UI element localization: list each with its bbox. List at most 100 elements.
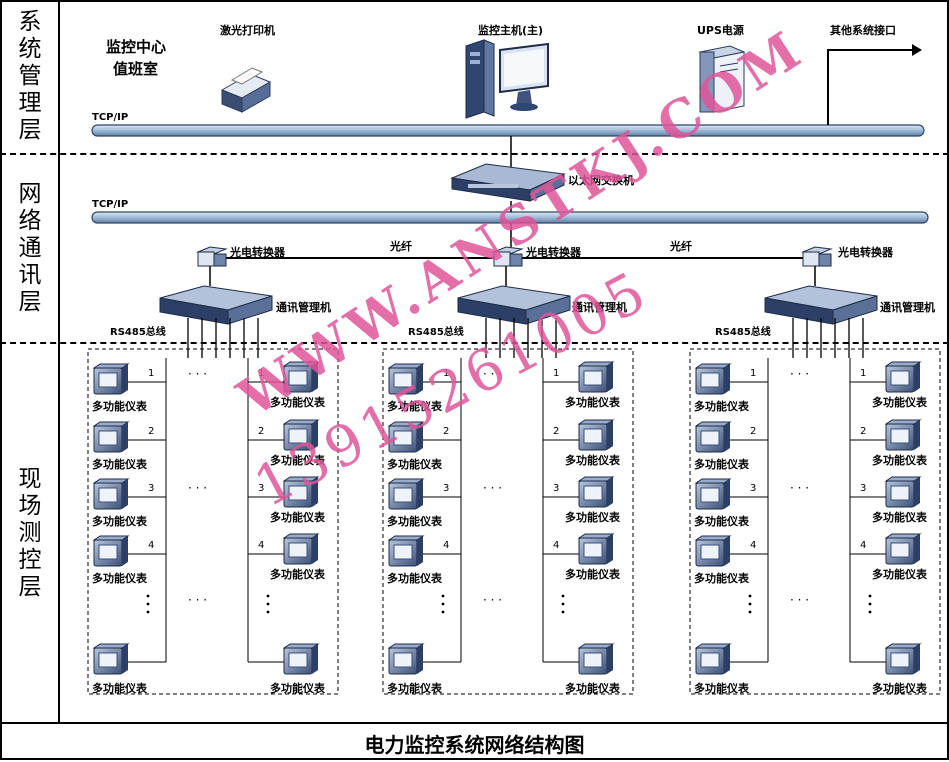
tcpip-bus-network [91,211,929,224]
vertical-ellipsis-dot [748,602,752,606]
meter-label: 多功能仪表 [872,453,928,467]
vertical-ellipsis-dot [561,602,565,606]
meter-icon [694,643,732,675]
meter-label: 多功能仪表 [270,453,326,467]
ellipsis-text: · · · [188,481,207,495]
meter-top [387,363,425,369]
meter-side [607,362,613,392]
comm-manager-label-3: 通讯管理机 [880,301,935,314]
meter-label: 多功能仪表 [92,571,148,585]
ups-label: UPS电源 [697,24,744,37]
diagram-caption: 电力监控系统网络结构图 [0,722,949,762]
meter-side [312,477,318,507]
meter-screen [890,370,910,386]
meter-top [92,478,130,484]
row-number: 2 [553,426,559,437]
comm-group-3 [764,246,878,358]
meter-icon [92,363,130,395]
meter-icon [577,533,615,565]
meter-side [724,536,730,566]
meter-icon [92,643,130,675]
row-number: 1 [443,368,449,379]
meter-icon [577,361,615,393]
meter-icon [694,478,732,510]
field-group-1: 1多功能仪表1多功能仪表2多功能仪表2多功能仪表3多功能仪表3多功能仪表4多功能… [87,348,339,695]
meter-icon [694,421,732,453]
meter-label: 多功能仪表 [872,510,928,524]
vertical-ellipsis-dot [266,610,270,614]
meter-label: 多功能仪表 [565,510,621,524]
meter-side [607,477,613,507]
meter-label: 多功能仪表 [694,571,750,585]
meter-screen [890,542,910,558]
meter-screen [890,652,910,668]
row-number: 2 [443,426,449,437]
comm-group-1 [159,246,273,358]
meter-screen [98,430,118,446]
row-number: 2 [258,426,264,437]
meter-icon [92,535,130,567]
tcpip-label-1: TCP/IP [92,112,129,123]
printer-icon [220,67,272,113]
ellipsis-text: · · · [188,367,207,381]
meter-screen [288,428,308,444]
meter-label: 多功能仪表 [387,457,443,471]
meter-icon [884,533,922,565]
ellipsis-text: · · · [790,367,809,381]
tcpip-label-2: TCP/IP [92,199,129,210]
comm-groups [159,223,878,358]
meter-screen [583,370,603,386]
interface-arrow-line [827,49,912,125]
layer-label-text-1: 网络通讯层 [18,181,42,315]
meter-side [122,536,128,566]
meter-screen [700,652,720,668]
meter-side [312,420,318,450]
row-number: 4 [258,540,264,551]
tcpip-bus-management [91,124,925,137]
meter-top [92,421,130,427]
meter-icon [282,419,320,451]
rs485-label-3: RS485总线 [715,327,771,338]
meter-label: 多功能仪表 [387,399,443,413]
meter-label: 多功能仪表 [565,453,621,467]
meter-side [312,644,318,674]
row-number: 4 [553,540,559,551]
meter-icon [282,533,320,565]
vertical-ellipsis-dot [441,610,445,614]
meter-icon [387,478,425,510]
meter-screen [890,485,910,501]
meter-side [417,644,423,674]
row-number: 1 [750,368,756,379]
meter-screen [393,430,413,446]
row-number: 4 [860,540,866,551]
row-number: 2 [860,426,866,437]
comm-manager-label-2: 通讯管理机 [572,301,627,314]
converter-label-3: 光电转换器 [838,246,893,259]
meter-icon [387,643,425,675]
row-number: 4 [443,540,449,551]
meter-label: 多功能仪表 [387,571,443,585]
comm-group-2 [457,246,571,358]
field-groups: 1 多功能仪表 1 多功能仪表 2 多功能仪表 2 多功能仪表 3 多功能仪表 3 多功能仪表 4 多功能… [87,348,941,695]
converter-side [509,253,523,267]
row-number: 3 [148,483,154,494]
meter-icon [92,478,130,510]
layer-divider-2 [0,342,949,344]
layer-label-field: 现场测控层 [0,344,60,722]
meter-label: 多功能仪表 [694,457,750,471]
ellipsis-text: · · · [483,593,502,607]
meter-side [607,420,613,450]
meter-screen [288,652,308,668]
meter-label: 多功能仪表 [387,681,443,695]
meter-label: 多功能仪表 [92,399,148,413]
meter-label: 多功能仪表 [270,567,326,581]
row-number: 3 [553,483,559,494]
meter-screen [700,372,720,388]
layer-column-divider [58,0,60,722]
meter-screen [393,487,413,503]
meter-label: 多功能仪表 [872,567,928,581]
meter-screen [98,544,118,560]
layer-label-network: 网络通讯层 [0,155,60,342]
vertical-ellipsis-dot [266,602,270,606]
